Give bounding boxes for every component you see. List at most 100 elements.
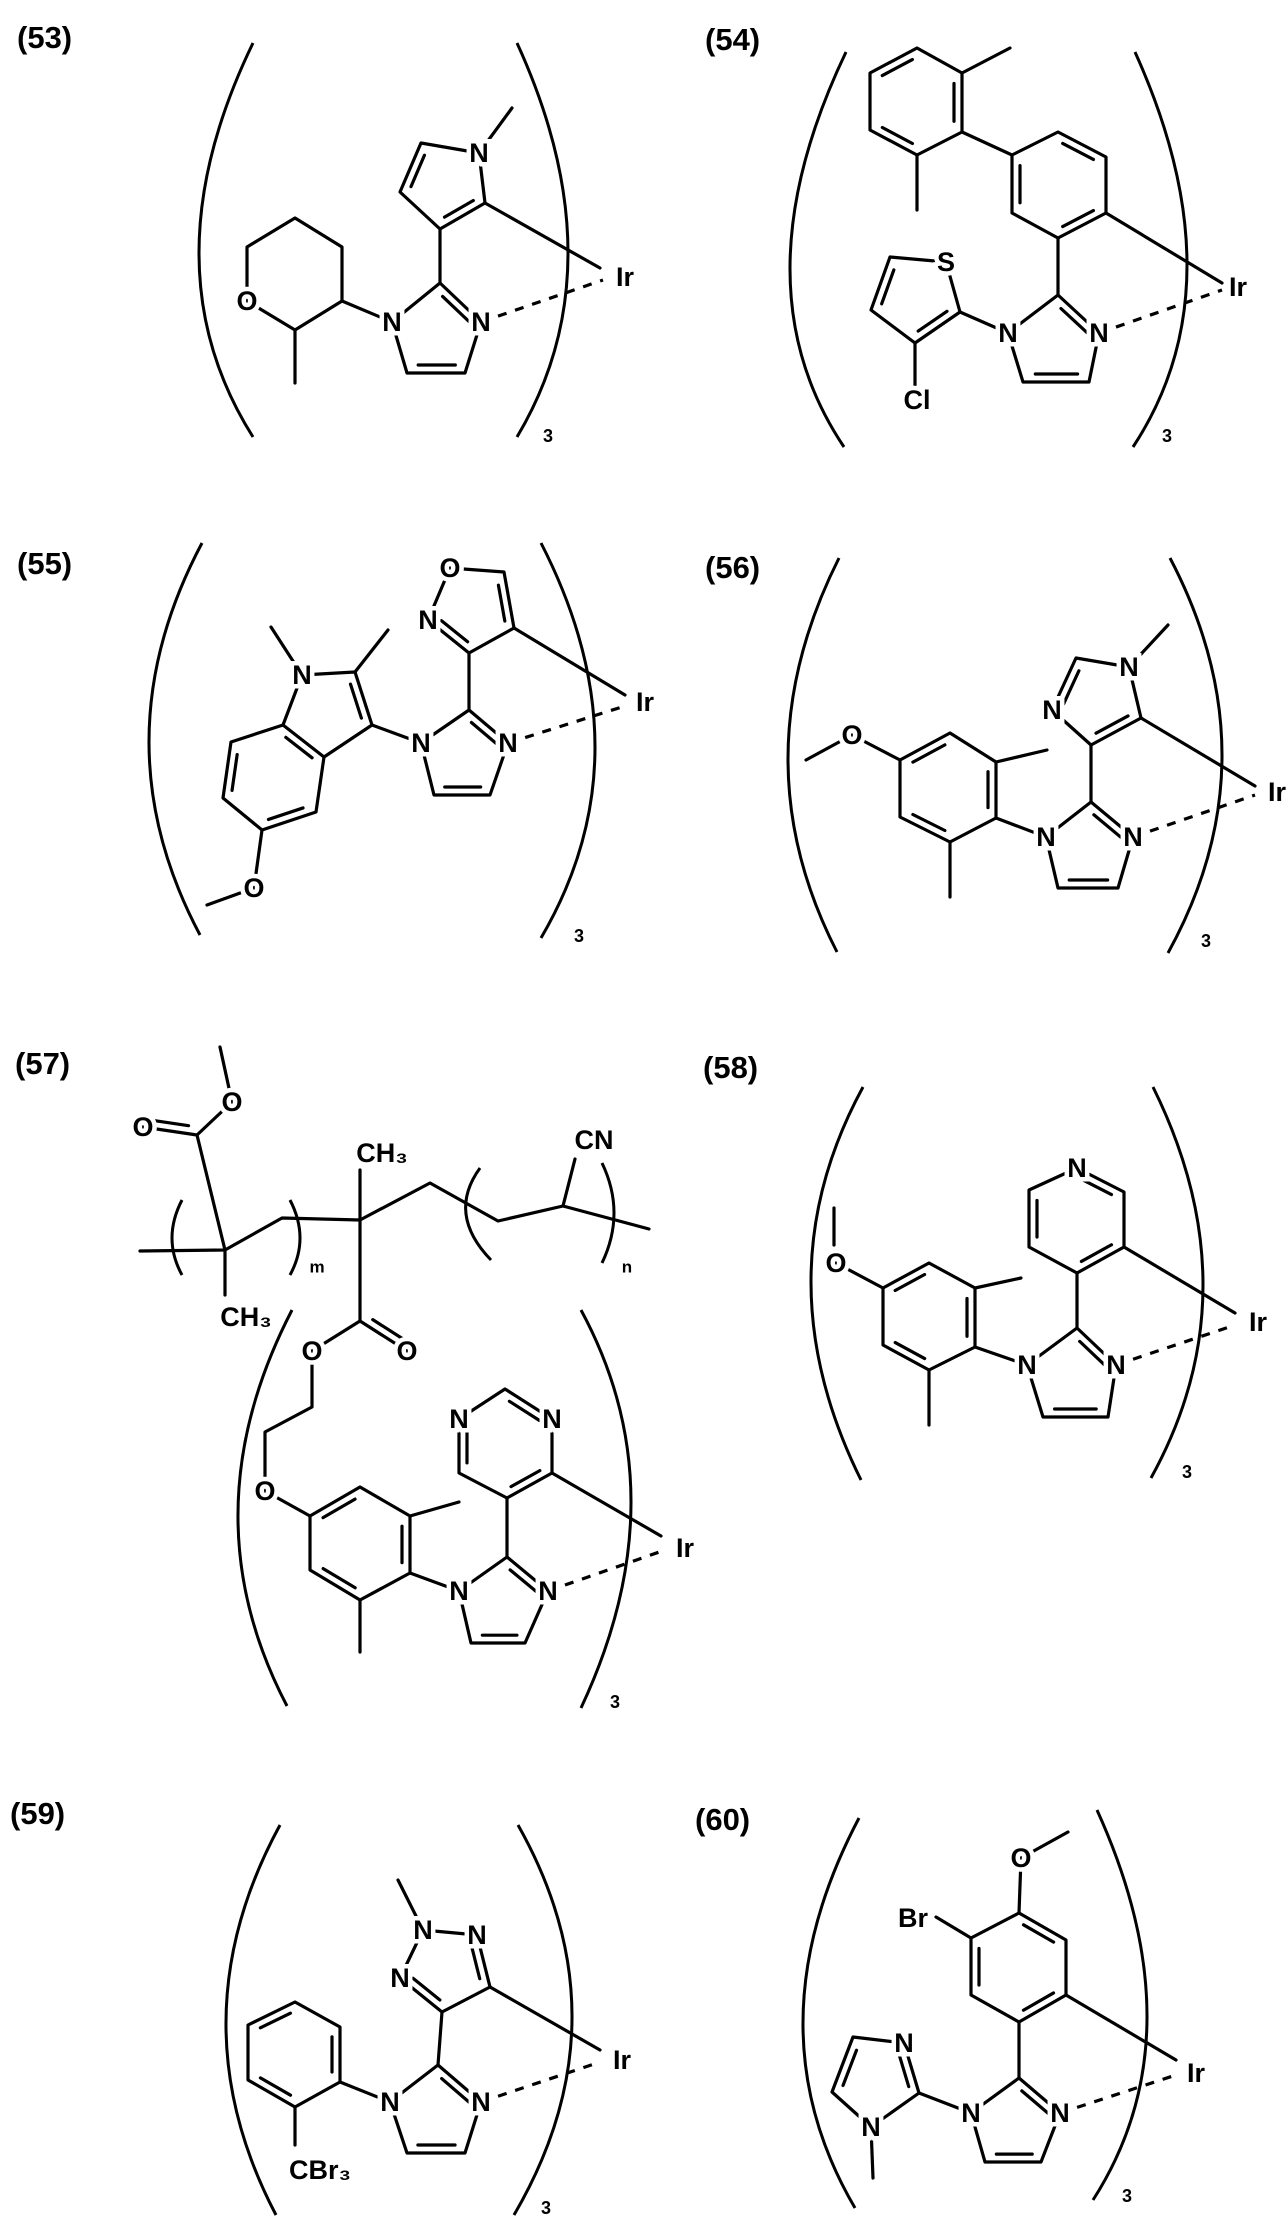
coordination-bond [508, 706, 625, 743]
compound-structure: OOCH₃CH₃mCNnOOONNNNIr3(57) [15, 1046, 694, 1712]
atom-label: N [292, 660, 312, 690]
bond-line [459, 1389, 552, 1498]
compound-structure: NNNNOIr3(56) [705, 550, 1286, 953]
atom-label: N [380, 2087, 400, 2117]
bond-line [392, 283, 481, 373]
double-bond-line [882, 128, 912, 144]
atom-label: O [396, 1336, 417, 1366]
double-bond-line [882, 60, 912, 76]
bond-line [1012, 132, 1106, 238]
bond-line [390, 2065, 481, 2153]
bond-line [310, 1487, 410, 1600]
bond-line [883, 1263, 975, 1370]
bracket [226, 1825, 280, 2215]
double-bond-line [471, 1945, 479, 1978]
bond-line [563, 1159, 575, 1206]
multiplier-subscript: 3 [1182, 1462, 1192, 1482]
compound-structure: NNNNOBrIr3(60) [695, 1802, 1205, 2208]
bracket [172, 1200, 182, 1275]
atom-label: N [1050, 2098, 1070, 2128]
bond-line [1066, 1995, 1176, 2060]
bond-line [459, 1557, 548, 1643]
atom-label: N [498, 728, 518, 758]
bracket [149, 543, 202, 935]
atom-label: Ir [1249, 1307, 1268, 1337]
bracket [790, 52, 846, 447]
double-bond-line [895, 1343, 924, 1359]
double-bond-line [1094, 815, 1121, 837]
atom-label: N [1089, 318, 1109, 348]
bond-line [962, 48, 1010, 73]
atom-label: Ir [676, 1533, 695, 1563]
atom-label: N [471, 2087, 491, 2117]
bracket [1093, 1810, 1147, 2200]
bond-line [936, 1917, 971, 1938]
bond-line [410, 1502, 459, 1516]
atom-label: Ir [1229, 272, 1248, 302]
atom-label: Br [898, 1903, 928, 1933]
double-bond-line [1024, 1925, 1054, 1942]
bond-line [1029, 1168, 1124, 1273]
double-bond-line [1063, 211, 1094, 227]
double-bond-line [1081, 1245, 1111, 1262]
atom-label: N [861, 2112, 881, 2142]
bond-line [355, 630, 388, 672]
double-bond-line [1063, 143, 1094, 159]
bond-line [490, 1987, 600, 2050]
double-bond-line [441, 621, 467, 642]
multiplier-subscript: 3 [1162, 426, 1172, 446]
bond-line [962, 132, 1012, 155]
double-bond-line [154, 1121, 189, 1126]
compound-number: (60) [695, 1802, 750, 1837]
atom-label: O [254, 1476, 275, 1506]
double-bond-line [1064, 671, 1079, 704]
bond-line [247, 218, 342, 330]
bond-line [223, 725, 324, 830]
compound-structure: NNNONOIr3(55) [17, 543, 654, 946]
double-bond-line [413, 1978, 440, 2000]
bracket [1151, 1087, 1203, 1478]
compound-structure: NNSClIr3(54) [705, 22, 1247, 447]
bond-line [1008, 295, 1099, 382]
compound-structure: NNNNNCBr₃Ir3(59) [10, 1796, 631, 2218]
multiplier-subscript: 3 [543, 426, 553, 446]
atom-label: N [411, 728, 431, 758]
coordination-bond [548, 1550, 665, 1591]
bracket [602, 1163, 614, 1263]
atom-label: N [449, 1576, 469, 1606]
bracket [803, 1818, 859, 2208]
atom-label: N [538, 1576, 558, 1606]
atom-label: O [301, 1336, 322, 1366]
bond-line [197, 1135, 225, 1250]
bracket [514, 1825, 572, 2215]
multiplier-subscript: 3 [574, 926, 584, 946]
bracket [238, 1310, 292, 1706]
bond-line [971, 1913, 1066, 2022]
compound-structure: NNNOIr3(53) [17, 20, 634, 446]
double-bond-line [443, 296, 469, 321]
atom-label: N [390, 1963, 410, 1993]
atom-label: O [236, 286, 257, 316]
double-bond-line [498, 585, 504, 621]
compound-number: (58) [703, 1050, 758, 1085]
bracket [581, 1310, 631, 1708]
atom-label: N [1042, 695, 1062, 725]
bond-line [438, 2012, 442, 2065]
atom-label: N [469, 138, 489, 168]
atom-label: N [961, 2098, 981, 2128]
atom-label: CH₃ [220, 1302, 271, 1332]
bond-line [870, 48, 962, 155]
atom-label: S [937, 247, 955, 277]
bond-line [1124, 1247, 1235, 1313]
bracket [811, 1087, 863, 1480]
atom-label: Cl [904, 385, 931, 415]
bond-line [971, 2078, 1060, 2162]
double-bond-line [510, 1570, 536, 1592]
bond-line [485, 203, 600, 268]
double-bond-line [260, 2078, 290, 2095]
bond-line [1046, 802, 1133, 888]
bond-line [975, 1278, 1021, 1288]
atom-label: Ir [613, 2045, 632, 2075]
double-bond-line [895, 1274, 924, 1290]
